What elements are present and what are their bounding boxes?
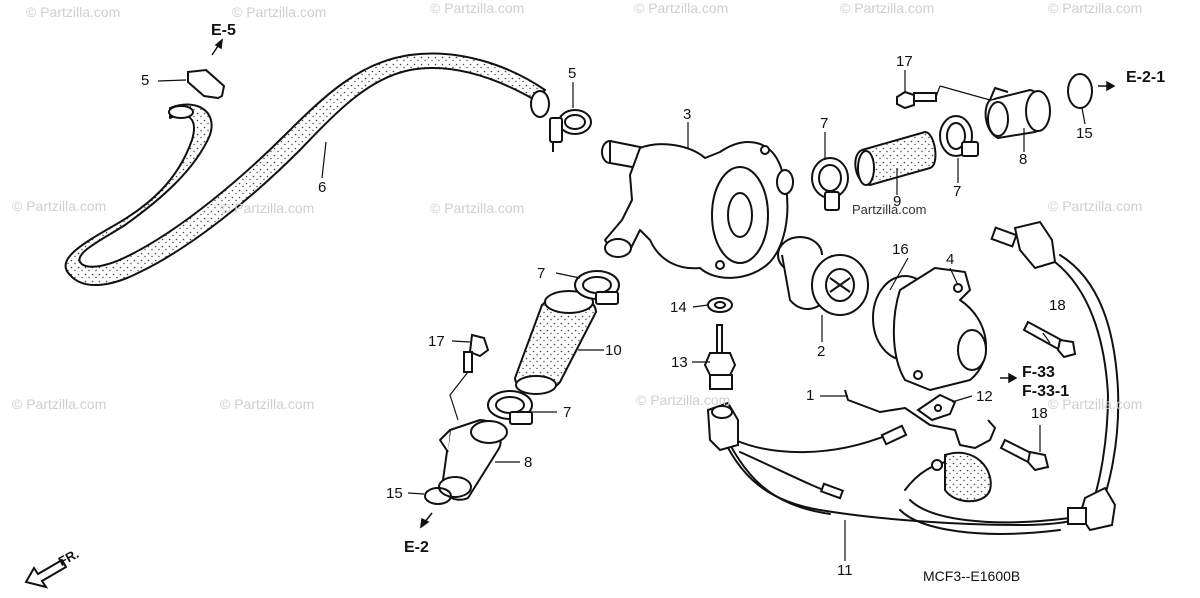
thermostat-2 <box>777 236 869 316</box>
callout-16: 16 <box>892 241 909 258</box>
callout-5: 5 <box>141 72 150 89</box>
bracket-12 <box>916 393 957 422</box>
watermark: © Partzilla.com <box>634 0 729 16</box>
ref-f331: F-33-1 <box>1022 383 1070 400</box>
callout-14: 14 <box>670 299 687 316</box>
callout-7: 7 <box>537 265 546 282</box>
clamp-5-right <box>549 109 592 152</box>
wire-tag-11 <box>819 424 908 500</box>
callout-2: 2 <box>817 343 826 360</box>
clamp-7-lower-a <box>574 270 620 305</box>
callout-10: 10 <box>605 342 622 359</box>
hose-10 <box>513 290 598 395</box>
callout-4: 4 <box>946 251 955 268</box>
joint-8-upper <box>984 87 1051 139</box>
watermark: © Partzilla.com <box>220 200 315 216</box>
watermark: © Partzilla.com <box>636 392 731 408</box>
callout-13: 13 <box>671 354 688 371</box>
callout-9: 9 <box>893 193 902 210</box>
ref-f33: F-33 <box>1022 364 1055 381</box>
stay-1 <box>844 389 996 449</box>
callout-8: 8 <box>1019 151 1028 168</box>
watermark: © Partzilla.com <box>430 200 525 216</box>
front-direction-arrow <box>24 558 68 589</box>
callout-6: 6 <box>318 179 327 196</box>
callout-11: 11 <box>837 562 853 579</box>
callout-15: 15 <box>386 485 403 502</box>
bolt-18-lower <box>999 438 1050 472</box>
clamp-7-lower-b <box>487 390 533 425</box>
watermark: © Partzilla.com <box>840 0 935 16</box>
watermark: © Partzilla.com <box>12 396 107 412</box>
water-pump-3 <box>601 140 794 279</box>
o-ring-15-lower <box>424 487 452 505</box>
callout-18: 18 <box>1049 297 1066 314</box>
callout-5: 5 <box>568 65 577 82</box>
clamp-5-left <box>187 68 226 100</box>
watermark: © Partzilla.com <box>12 198 107 214</box>
callout-3: 3 <box>683 106 692 123</box>
watermark-inline: Partzilla.com <box>852 202 927 217</box>
callout-7: 7 <box>820 115 829 132</box>
sensor-ring-11 <box>931 451 992 503</box>
watermark: © Partzilla.com <box>430 0 525 16</box>
reference-arrows <box>211 38 1116 529</box>
joint-8-lower <box>438 419 508 501</box>
callout-17: 17 <box>428 333 445 350</box>
bolt-18-upper <box>1022 320 1077 359</box>
callout-8: 8 <box>524 454 533 471</box>
watermark: © Partzilla.com <box>220 396 315 412</box>
callout-15: 15 <box>1076 125 1093 142</box>
hose-6 <box>64 52 550 287</box>
bolt-17-upper <box>896 90 937 110</box>
washer-14 <box>707 297 733 313</box>
hose-9 <box>854 130 937 187</box>
bolt-17-lower <box>463 333 490 373</box>
connector-11-right <box>1067 486 1117 532</box>
watermark: © Partzilla.com <box>1048 396 1143 412</box>
callout-18: 18 <box>1031 405 1048 422</box>
ref-e21: E-2-1 <box>1126 69 1166 86</box>
clamp-7-upper-b <box>939 115 979 157</box>
watermark: © Partzilla.com <box>26 4 121 20</box>
connector-11-left <box>706 401 739 452</box>
o-ring-15-upper <box>1067 73 1093 109</box>
callout-1: 1 <box>806 387 815 404</box>
clamp-7-upper-a <box>811 157 849 211</box>
thermostat-cover-4 <box>872 267 987 391</box>
leader-lines <box>157 70 1086 561</box>
temperature-sensor-13 <box>703 324 737 390</box>
watermark: © Partzilla.com <box>1048 0 1143 16</box>
ref-e5: E-5 <box>211 22 236 39</box>
callout-12: 12 <box>976 388 993 405</box>
ref-e2: E-2 <box>404 539 429 556</box>
callout-7: 7 <box>563 404 572 421</box>
callout-17: 17 <box>896 53 913 70</box>
callout-7: 7 <box>953 183 962 200</box>
watermark: © Partzilla.com <box>232 4 327 20</box>
watermark: © Partzilla.com <box>1048 198 1143 214</box>
diagram-code: MCF3--E1600B <box>923 568 1021 584</box>
connector-11-top <box>990 220 1057 270</box>
wire-harness-11 <box>714 254 1120 535</box>
